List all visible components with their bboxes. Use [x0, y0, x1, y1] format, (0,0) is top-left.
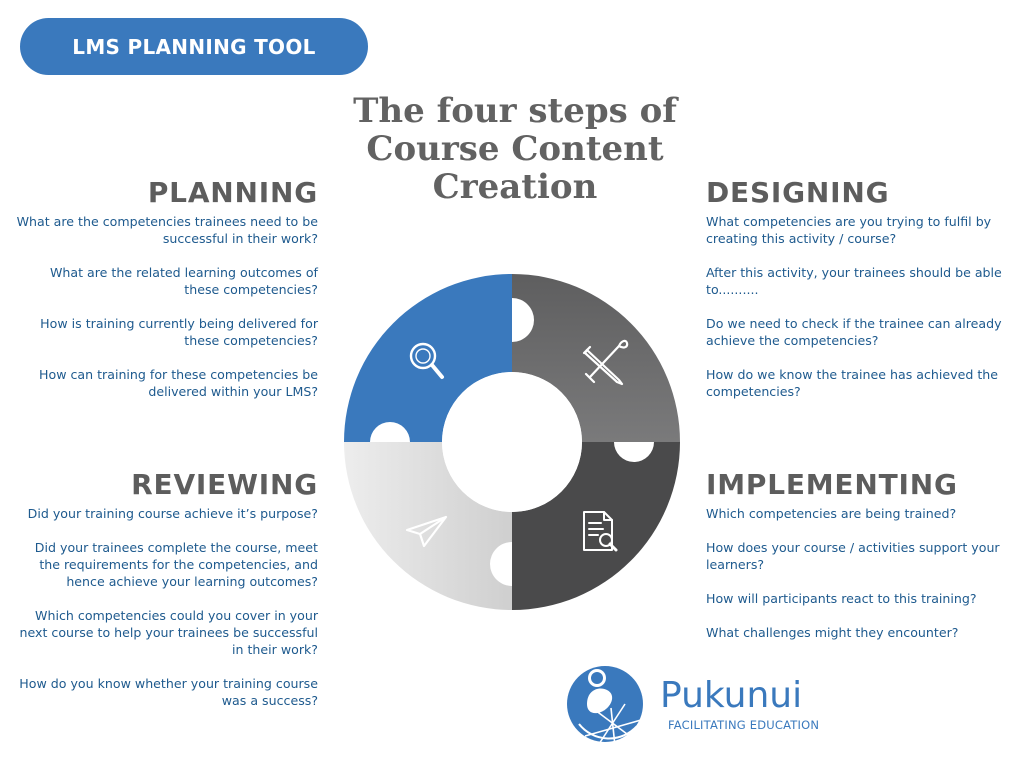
globe-icon [567, 666, 643, 747]
title-line-2: Course Content [366, 129, 664, 169]
page-title: The four steps of Course Content Creatio… [340, 92, 690, 206]
reviewing-question: Which competencies could you cover in yo… [19, 608, 319, 657]
planning-heading: PLANNING [147, 176, 318, 209]
pukunui-logo [567, 666, 643, 747]
pencil-brush-icon [582, 339, 629, 386]
reviewing-question: Did your trainees complete the course, m… [34, 540, 318, 589]
implementing-question: How will participants react to this trai… [706, 591, 977, 606]
paper-plane-icon [405, 515, 448, 548]
planning-section: PLANNING What are the competencies train… [12, 177, 318, 417]
magnifier-icon [409, 342, 444, 379]
reviewing-question: How do you know whether your training co… [19, 676, 318, 708]
designing-question: How do we know the trainee has achieved … [706, 367, 998, 399]
reviewing-segment [344, 442, 512, 610]
title-line-3: Creation [432, 167, 598, 207]
implementing-question: What challenges might they encounter? [706, 625, 959, 640]
designing-section: DESIGNING What competencies are you tryi… [706, 177, 1012, 417]
implementing-question: How does your course / activities suppor… [706, 540, 1000, 572]
planning-question: How can training for these competencies … [39, 367, 318, 399]
designing-heading: DESIGNING [706, 176, 890, 209]
reviewing-heading: REVIEWING [131, 468, 318, 501]
planning-segment [344, 274, 512, 442]
planning-question: What are the related learning outcomes o… [49, 265, 318, 297]
implementing-section: IMPLEMENTING Which competencies are bein… [706, 469, 1012, 658]
designing-question: What competencies are you trying to fulf… [706, 214, 992, 246]
wheel-center [442, 372, 582, 512]
designing-question: Do we need to check if the trainee can a… [706, 316, 1002, 348]
planning-question: What are the competencies trainees need … [16, 214, 318, 246]
document-search-icon [583, 511, 618, 552]
implementing-segment [512, 442, 680, 610]
lms-planning-tool-badge: LMS PLANNING TOOL [20, 18, 368, 75]
implementing-heading: IMPLEMENTING [706, 468, 958, 501]
reviewing-section: REVIEWING Did your training course achie… [12, 469, 318, 726]
reviewing-question: Did your training course achieve it’s pu… [27, 506, 318, 521]
implementing-question: Which competencies are being trained? [706, 506, 957, 521]
title-line-1: The four steps of [353, 91, 677, 131]
planning-question: How is training currently being delivere… [40, 316, 318, 348]
designing-question: After this activity, your trainees shoul… [706, 265, 1002, 297]
logo-tagline: FACILITATING EDUCATION [668, 718, 820, 732]
logo-name: Pukunui [660, 675, 803, 716]
badge-label: LMS PLANNING TOOL [72, 34, 316, 59]
